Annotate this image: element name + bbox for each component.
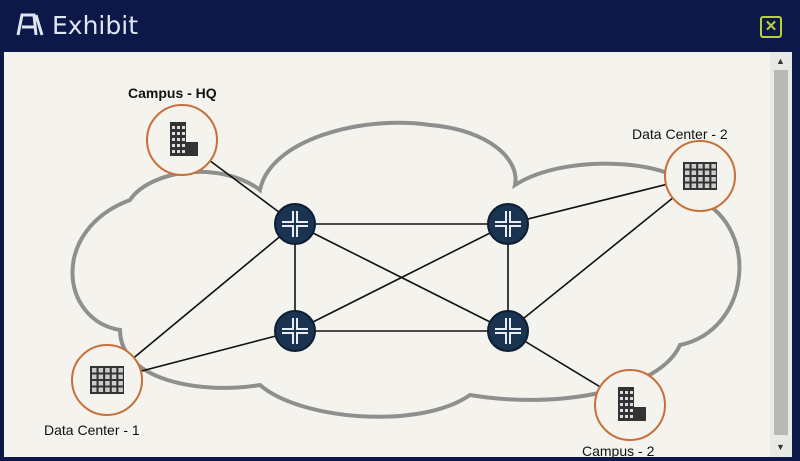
site-dc1[interactable] xyxy=(71,344,143,416)
building-icon xyxy=(618,387,646,421)
site-label-campus-hq: Campus - HQ xyxy=(128,85,217,101)
link-dc1-r1 xyxy=(106,223,296,381)
scroll-up-icon[interactable]: ▲ xyxy=(776,56,785,66)
exhibit-icon xyxy=(16,13,44,36)
close-icon[interactable]: ✕ xyxy=(760,16,782,38)
site-label-data-center-2: Data Center - 2 xyxy=(632,126,728,142)
router-icon[interactable] xyxy=(487,203,529,245)
site-hq[interactable] xyxy=(146,104,218,176)
scroll-down-icon[interactable]: ▼ xyxy=(776,442,785,452)
datacenter-icon xyxy=(683,162,717,190)
window-title: Exhibit xyxy=(52,11,138,40)
router-icon[interactable] xyxy=(274,203,316,245)
router-icon[interactable] xyxy=(487,310,529,352)
router-icon[interactable] xyxy=(274,310,316,352)
title-bar: Exhibit ✕ xyxy=(0,0,800,50)
scrollbar-thumb[interactable] xyxy=(774,70,788,435)
site-label-data-center-1: Data Center - 1 xyxy=(44,422,140,438)
site-label-campus-2: Campus - 2 xyxy=(582,443,655,459)
building-icon xyxy=(170,122,198,156)
vertical-scrollbar[interactable]: ▲ ▼ xyxy=(770,52,792,457)
datacenter-icon xyxy=(90,366,124,394)
link-dc2-r4 xyxy=(507,175,701,332)
site-c2[interactable] xyxy=(594,369,666,441)
site-dc2[interactable] xyxy=(664,140,736,212)
link-r2-r3 xyxy=(294,223,509,332)
